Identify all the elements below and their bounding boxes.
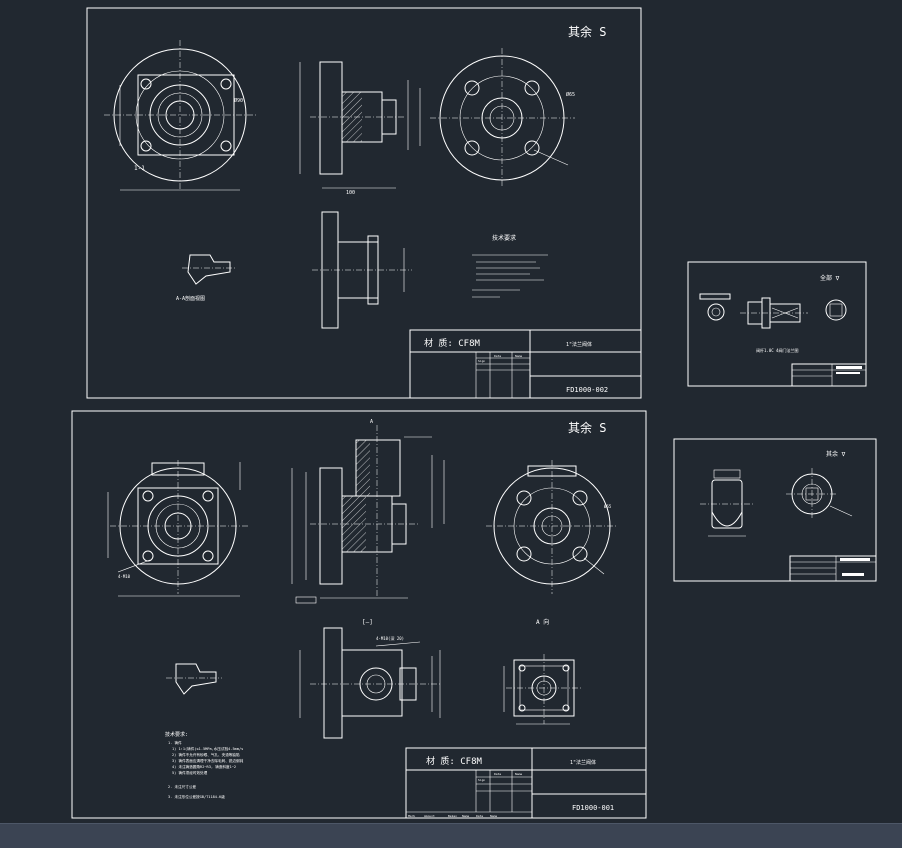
svg-text:Name: Name xyxy=(515,354,522,358)
svg-text:Sign: Sign xyxy=(478,778,485,782)
svg-text:5) 铸件须经时效处理: 5) 铸件须经时效处理 xyxy=(172,770,208,775)
svg-text:Sign: Sign xyxy=(478,359,485,363)
svg-text:4-M10: 4-M10 xyxy=(118,574,131,579)
svg-text:技术要求:: 技术要求: xyxy=(165,731,188,738)
sheet-2-notes: 技术要求: 1. 铸件 1) 1:1(铸件)≤1.5MPa,水压试验4.5mm/… xyxy=(165,731,244,799)
svg-text:Ø65: Ø65 xyxy=(604,504,612,509)
drawing-sheet-4[interactable]: 其余 ∇ xyxy=(673,438,877,582)
sheet-2-border xyxy=(71,410,647,819)
sheet-2-section-view: A xyxy=(291,419,445,604)
svg-text:1"法兰阀体: 1"法兰阀体 xyxy=(570,759,596,766)
svg-text:Ø90: Ø90 xyxy=(234,97,243,104)
svg-text:1) 1:1(铸件)≤1.5MPa,水压试验4.5mm/s: 1) 1:1(铸件)≤1.5MPa,水压试验4.5mm/s xyxy=(172,746,243,751)
sheet-1-right-view: Ø65 xyxy=(430,48,575,188)
status-bar xyxy=(0,823,902,848)
svg-text:Name: Name xyxy=(515,772,522,776)
drawing-sheet-3[interactable]: 全部 ∇ 阀杆1.0C 4阀门法兰图 xyxy=(687,261,867,387)
svg-text:2) 铸件不允许有砂眼、气孔、夹渣等缺陷: 2) 铸件不允许有砂眼、气孔、夹渣等缺陷 xyxy=(172,752,240,757)
drawing-sheet-2[interactable]: 其余 S 4-M10 xyxy=(71,410,647,819)
sheet-4-border xyxy=(673,438,877,582)
sheet-2-lower-section: 4-M10(深 20) xyxy=(299,627,441,739)
sheet-1-title-block: 材 质: CF8M 1"法兰阀体 Sign Date Name FD1000-0… xyxy=(409,329,642,399)
sheet-1-side-section xyxy=(312,211,412,329)
sheet-2-a-view xyxy=(503,654,582,725)
svg-text:Mark: Mark xyxy=(408,814,415,818)
sheet-2-front-view: 4-M10 xyxy=(107,460,248,597)
svg-text:材 质: CF8M: 材 质: CF8M xyxy=(424,337,481,349)
svg-text:Date: Date xyxy=(476,814,483,818)
svg-text:Date: Date xyxy=(494,772,501,776)
svg-text:阀杆1.0C 4阀门法兰图: 阀杆1.0C 4阀门法兰图 xyxy=(756,347,798,353)
sheet-2-drawing-number: FD1000-001 xyxy=(572,804,614,812)
sheet-1-surface-note: 其余 S xyxy=(568,24,606,39)
sheet-2-section-label: [—] xyxy=(362,619,373,626)
sheet-4-part-views xyxy=(700,468,853,537)
svg-text:全部 ∇: 全部 ∇ xyxy=(820,274,840,282)
svg-text:2. 未注尺寸公差: 2. 未注尺寸公差 xyxy=(168,784,196,789)
svg-text:Ø65: Ø65 xyxy=(566,91,575,98)
sheet-1-section-view: 100 xyxy=(299,61,421,196)
svg-text:Name: Name xyxy=(490,814,497,818)
sheet-1-view-label: 1-1 xyxy=(134,165,145,172)
sheet-2-view-label: A 向 xyxy=(536,618,549,626)
svg-text:材 质: CF8M: 材 质: CF8M xyxy=(426,755,483,767)
svg-text:Name: Name xyxy=(462,814,469,818)
sheet-4-title-block xyxy=(789,555,877,582)
svg-text:其余 ∇: 其余 ∇ xyxy=(826,450,846,458)
svg-text:Date: Date xyxy=(494,354,501,358)
sheet-1-detail-label: A-A剖面视图 xyxy=(176,295,205,302)
sheet-2-detail xyxy=(166,663,222,695)
svg-text:A: A xyxy=(370,419,373,425)
sheet-2-right-view: Ø65 xyxy=(486,460,618,594)
svg-text:3. 未注形位公差按GB/T1184-K级: 3. 未注形位公差按GB/T1184-K级 xyxy=(168,794,225,799)
sheet-2-surface-note: 其余 S xyxy=(568,420,606,435)
svg-text:4-M10(深 20): 4-M10(深 20) xyxy=(376,635,404,641)
svg-text:100: 100 xyxy=(346,190,355,196)
sheet-3-border xyxy=(687,261,867,387)
sheet-1-detail: A-A剖面视图 xyxy=(176,254,236,302)
sheet-1-front-view: 1-1 Ø90 xyxy=(104,40,258,191)
sheet-1-drawing-number: FD1000-002 xyxy=(566,386,608,394)
drawing-sheet-1[interactable]: 其余 S 1-1 Ø90 xyxy=(86,7,642,399)
svg-text:Amount: Amount xyxy=(424,814,435,818)
svg-text:1. 铸件: 1. 铸件 xyxy=(168,740,182,745)
sheet-1-border xyxy=(86,7,642,399)
sheet-3-title-block xyxy=(791,363,867,387)
sheet-3-part-views xyxy=(699,293,847,329)
svg-text:4) 未注铸造圆角R2~R3, 铸造斜度1~2: 4) 未注铸造圆角R2~R3, 铸造斜度1~2 xyxy=(172,764,236,769)
svg-text:Bekan: Bekan xyxy=(448,814,457,818)
sheet-2-title-block: 材 质: CF8M 1"法兰阀体 Sign Date Name FD1000-0… xyxy=(405,747,647,819)
svg-text:3) 铸件表面应清理干净去除毛刺、锐边倒钝: 3) 铸件表面应清理干净去除毛刺、锐边倒钝 xyxy=(172,758,244,763)
svg-text:技术要求: 技术要求 xyxy=(492,234,516,242)
sheet-1-notes: 技术要求 xyxy=(472,234,548,298)
svg-text:1"法兰阀体: 1"法兰阀体 xyxy=(566,341,592,348)
